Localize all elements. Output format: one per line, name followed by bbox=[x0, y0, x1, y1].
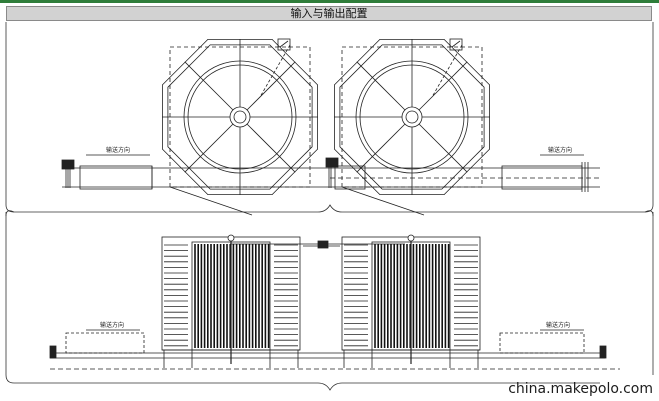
direction-label-bottom-right: 输送方向 bbox=[540, 321, 584, 331]
spoke bbox=[418, 61, 468, 111]
drive-motor-middle bbox=[325, 157, 339, 188]
top-view: 输送方向 输送方向 bbox=[61, 38, 600, 216]
frame-octagon-outer bbox=[161, 39, 319, 196]
direction-label-top-right: 输送方向 bbox=[540, 146, 584, 156]
watermark: china.makepolo.com bbox=[508, 381, 653, 397]
direction-text: 输送方向 bbox=[548, 146, 572, 154]
drum-hub bbox=[401, 106, 423, 128]
conveyor-end-right bbox=[581, 162, 589, 192]
drum-hub bbox=[229, 106, 251, 128]
top-accent-line bbox=[0, 0, 659, 3]
spoke bbox=[184, 123, 234, 173]
frame-octagon-inner bbox=[167, 44, 313, 190]
transfer-section-middle bbox=[334, 165, 366, 190]
spiral-tower-plan-left bbox=[161, 38, 319, 216]
panel-frames bbox=[5, 22, 654, 391]
spiral-tower-elevation-right bbox=[341, 234, 481, 368]
outfeed-box-elevation bbox=[499, 332, 585, 354]
drive-motor-left bbox=[61, 159, 75, 188]
spoke bbox=[356, 123, 406, 173]
infeed-section-left bbox=[79, 165, 153, 190]
direction-text: 输送方向 bbox=[546, 321, 570, 329]
spoke bbox=[418, 123, 468, 173]
drive-box bbox=[449, 38, 463, 51]
drive-box bbox=[277, 38, 291, 51]
frame-octagon-inner bbox=[339, 44, 485, 190]
direction-text: 输送方向 bbox=[100, 321, 124, 329]
diagram-title: 输入与输出配置 bbox=[6, 6, 652, 21]
elevation-view: 输送方向 输送方向 bbox=[49, 234, 620, 370]
belt-path bbox=[341, 46, 483, 188]
spiral-tower-elevation-left bbox=[161, 234, 301, 368]
spoke bbox=[356, 61, 406, 111]
spoke bbox=[246, 123, 296, 173]
outfeed-section-right bbox=[501, 165, 583, 190]
direction-text: 输送方向 bbox=[106, 146, 130, 154]
spoke bbox=[246, 61, 296, 111]
belt-path bbox=[169, 46, 311, 188]
frame-octagon-outer bbox=[333, 39, 491, 196]
direction-label-bottom-left: 输送方向 bbox=[86, 321, 140, 331]
spoke bbox=[184, 61, 234, 111]
spiral-tower-plan-right bbox=[333, 38, 491, 216]
direction-label-top-left: 输送方向 bbox=[86, 146, 150, 156]
transfer-motor bbox=[317, 240, 329, 249]
infeed-box-elevation bbox=[65, 332, 145, 354]
